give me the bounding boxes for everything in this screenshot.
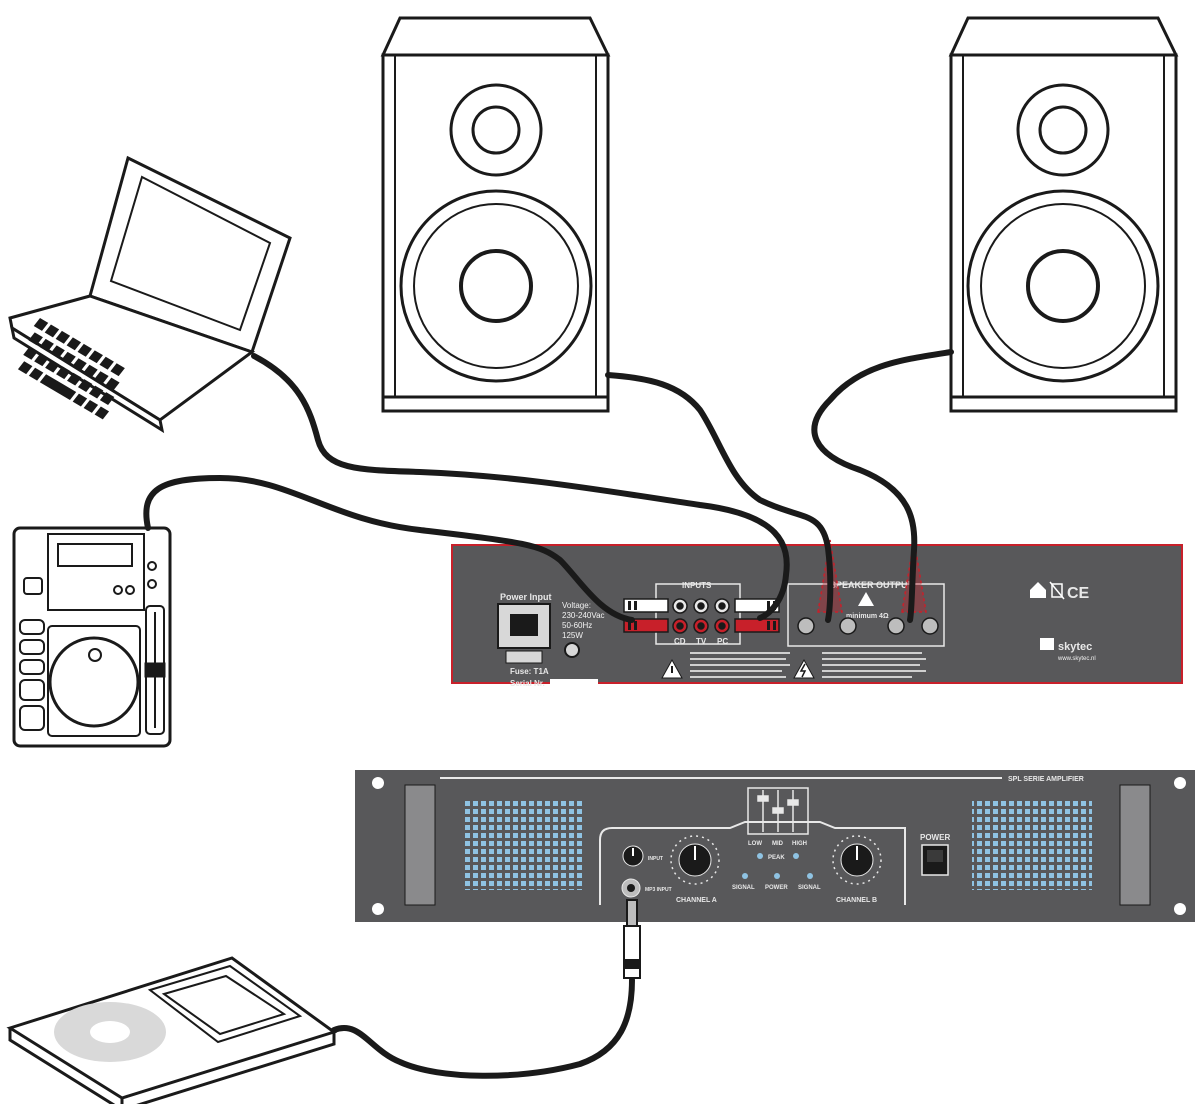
cables bbox=[143, 349, 954, 1079]
rack-handle-left bbox=[404, 784, 436, 906]
channel-b-label: CHANNEL B bbox=[836, 897, 877, 904]
rack-hole bbox=[372, 903, 384, 915]
channel-a-knob[interactable] bbox=[670, 835, 720, 885]
voltage-line-4: 125W bbox=[562, 631, 583, 640]
vent-grill-left bbox=[462, 800, 582, 890]
channel-a-label: CHANNEL A bbox=[676, 897, 717, 904]
rack-hole bbox=[1174, 777, 1186, 789]
input-label-tv: TV bbox=[696, 637, 707, 646]
rack-handle-right bbox=[1119, 784, 1151, 906]
mp3-player bbox=[6, 956, 338, 1109]
fuse-label: Fuse: T1A bbox=[510, 667, 549, 676]
rca-plugs-pc bbox=[734, 598, 780, 633]
rack-hole bbox=[1174, 903, 1186, 915]
voltage-line-2: 230-240Vac bbox=[562, 611, 605, 620]
peak-led-a bbox=[757, 853, 763, 859]
speaker-output-block bbox=[787, 583, 945, 647]
warning-icon-3 bbox=[858, 592, 874, 606]
home-icon bbox=[1030, 582, 1046, 598]
signal-label-a: SIGNAL bbox=[732, 885, 755, 891]
peak-led-b bbox=[793, 853, 799, 859]
series-label: SPL SERIE AMPLIFIER bbox=[1008, 776, 1084, 783]
brand-url: www.skytec.nl bbox=[1057, 656, 1096, 662]
input-select-label: INPUT bbox=[648, 856, 663, 862]
power-switch-label: POWER bbox=[920, 833, 950, 842]
speaker-output-title: SPEAKER OUTPUT bbox=[830, 580, 914, 590]
eq-label-low: LOW bbox=[748, 841, 762, 847]
rack-hole bbox=[372, 777, 384, 789]
signal-label-b: SIGNAL bbox=[798, 885, 821, 891]
amplifier-rear-panel: Power Input Voltage: 230-240Vac 50-60Hz … bbox=[451, 539, 1183, 688]
mp3-input-jack[interactable] bbox=[621, 878, 641, 898]
amplifier-front-panel: SPL SERIE AMPLIFIER LOW MID HIGH PEAK SI… bbox=[355, 770, 1195, 922]
mini-jack-plug bbox=[623, 899, 641, 979]
inputs-block bbox=[655, 583, 741, 645]
speaker-terminals[interactable] bbox=[797, 617, 939, 635]
weee-bin-icon bbox=[1049, 581, 1065, 600]
voltage-line-1: Voltage: bbox=[562, 601, 591, 610]
impedance-label: minimum 4Ω bbox=[846, 613, 889, 620]
cable-speaker-right bbox=[811, 349, 954, 623]
eq-label-mid: MID bbox=[772, 841, 784, 847]
ce-mark: CE bbox=[1067, 585, 1090, 602]
cable-mp3 bbox=[331, 977, 635, 1079]
power-led-label: POWER bbox=[765, 885, 788, 891]
cable-speaker-left bbox=[605, 372, 834, 623]
input-label-cd: CD bbox=[674, 637, 686, 646]
cd-player bbox=[12, 526, 172, 748]
signal-led-b bbox=[807, 873, 813, 879]
cable-laptop bbox=[251, 353, 790, 621]
laptop bbox=[8, 155, 292, 434]
inputs-title: INPUTS bbox=[682, 581, 712, 590]
fuse-holder[interactable] bbox=[564, 642, 580, 658]
mp3-input-label: MP3 INPUT bbox=[645, 887, 672, 893]
cable-cd-player bbox=[143, 475, 635, 623]
speaker-left bbox=[380, 16, 611, 413]
signal-led-a bbox=[742, 873, 748, 879]
rca-plugs-cd bbox=[623, 598, 669, 633]
rca-jacks[interactable] bbox=[672, 598, 730, 634]
power-led bbox=[774, 873, 780, 879]
serial-label: Serial Nr. bbox=[510, 679, 545, 688]
eq-label-high: HIGH bbox=[792, 841, 807, 847]
input-label-pc: PC bbox=[717, 637, 728, 646]
power-switch[interactable] bbox=[921, 844, 949, 876]
peak-label: PEAK bbox=[768, 855, 785, 861]
brand-name: skytec bbox=[1058, 641, 1092, 653]
vent-grill-right bbox=[972, 800, 1092, 890]
voltage-line-3: 50-60Hz bbox=[562, 621, 592, 630]
input-selector-knob[interactable] bbox=[622, 845, 644, 867]
eq-sliders[interactable] bbox=[747, 787, 809, 835]
warning-icon bbox=[661, 658, 683, 679]
brand-logo bbox=[1040, 638, 1054, 650]
power-input-label: Power Input bbox=[500, 592, 552, 602]
speaker-right bbox=[948, 16, 1179, 413]
channel-b-knob[interactable] bbox=[832, 835, 882, 885]
warning-icon-2 bbox=[793, 658, 815, 679]
